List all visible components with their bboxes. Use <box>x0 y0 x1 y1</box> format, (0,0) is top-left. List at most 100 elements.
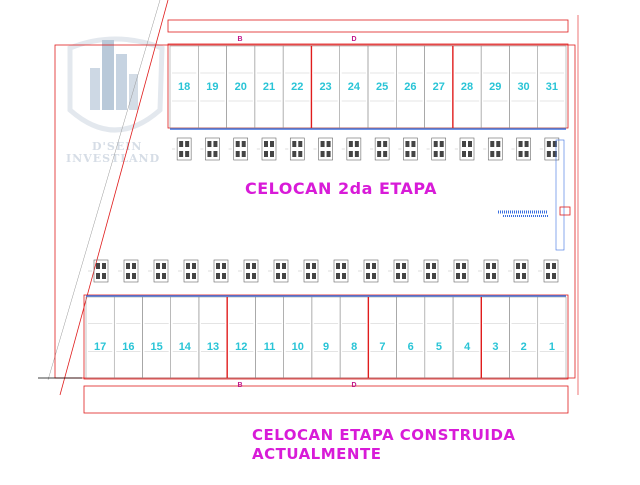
lot-cell <box>170 296 200 379</box>
car-icon <box>433 141 438 147</box>
parking-module <box>273 259 289 283</box>
car-icon <box>213 151 218 157</box>
top-parking-row <box>172 137 560 161</box>
car-icon <box>270 151 274 157</box>
car-icon <box>320 141 325 147</box>
car-icon <box>298 151 303 157</box>
lot-number: 24 <box>348 81 361 93</box>
car-icon <box>516 273 520 279</box>
car-icon <box>282 263 286 269</box>
car-icon <box>396 273 400 279</box>
car-icon <box>411 151 416 157</box>
bottom-parking-row <box>88 259 559 283</box>
lot-number: 8 <box>351 341 357 353</box>
car-icon <box>179 151 184 157</box>
parking-module <box>346 137 362 161</box>
car-icon <box>342 273 346 279</box>
car-icon <box>552 141 557 147</box>
car-icon <box>132 273 136 279</box>
lot-number: 13 <box>207 341 219 353</box>
lot-number: 17 <box>94 341 106 353</box>
lot-cell <box>509 296 539 379</box>
car-icon <box>496 151 501 157</box>
car-icon <box>462 141 466 147</box>
lot-number: 20 <box>235 81 247 93</box>
lot-number: 15 <box>150 341 162 353</box>
lot-number: 14 <box>179 341 192 353</box>
lot-number: 21 <box>263 81 275 93</box>
car-icon <box>372 263 376 269</box>
car-icon <box>246 273 250 279</box>
car-icon <box>492 263 496 269</box>
car-icon <box>336 263 340 269</box>
car-icon <box>462 263 466 269</box>
car-icon <box>354 151 359 157</box>
lot-number: 7 <box>379 341 385 353</box>
car-icon <box>306 273 310 279</box>
lot-number: 9 <box>323 341 329 353</box>
parking-module <box>123 259 139 283</box>
lot-cell <box>311 296 341 379</box>
car-icon <box>490 151 495 157</box>
car-icon <box>354 141 359 147</box>
car-icon <box>292 141 297 147</box>
lot-cell <box>198 296 228 379</box>
section-marker: D <box>351 382 356 389</box>
car-icon <box>126 273 130 279</box>
lot-number: 31 <box>546 81 558 93</box>
bottom-lots-outline <box>83 294 569 380</box>
car-icon <box>246 263 250 269</box>
lot-number: 2 <box>521 341 527 353</box>
parking-module <box>513 259 529 283</box>
car-icon <box>156 263 160 269</box>
car-icon <box>132 263 136 269</box>
car-icon <box>552 151 557 157</box>
car-icon <box>546 151 551 157</box>
car-icon <box>546 263 550 269</box>
parking-module <box>423 259 439 283</box>
car-icon <box>207 151 212 157</box>
car-icon <box>235 151 240 157</box>
lot-cell <box>452 296 482 379</box>
lot-number: 11 <box>264 341 276 353</box>
car-icon <box>456 263 460 269</box>
car-icon <box>546 141 551 147</box>
car-icon <box>432 273 436 279</box>
top-road-strip <box>167 19 569 33</box>
car-icon <box>348 151 353 157</box>
lot-number: 3 <box>492 341 498 353</box>
lot-number: 28 <box>461 81 473 93</box>
car-icon <box>222 263 226 269</box>
car-icon <box>336 273 340 279</box>
car-icon <box>207 141 212 147</box>
section-marker: B <box>237 382 242 389</box>
lot-cell <box>255 296 284 379</box>
diagonal-boundary <box>59 0 169 396</box>
parking-module <box>183 259 199 283</box>
lot-number: 22 <box>291 81 303 93</box>
car-icon <box>518 141 523 147</box>
car-icon <box>235 141 240 147</box>
car-icon <box>312 263 316 269</box>
lot-number: 5 <box>436 341 442 353</box>
parking-module <box>333 259 349 283</box>
watermark-logo: D'SEIN INVESTLAND <box>66 36 165 165</box>
car-icon <box>468 141 472 147</box>
car-icon <box>492 273 496 279</box>
car-icon <box>292 151 297 157</box>
car-icon <box>522 263 526 269</box>
car-icon <box>320 151 325 157</box>
car-icon <box>192 263 196 269</box>
car-icon <box>264 141 268 147</box>
bottom-stage-title: CELOCAN ETAPA CONSTRUIDA ACTUALMENTE <box>252 426 552 464</box>
car-icon <box>216 263 220 269</box>
car-icon <box>156 273 160 279</box>
car-icon <box>298 141 303 147</box>
parking-module <box>403 137 418 161</box>
lot-number: 16 <box>122 341 134 353</box>
car-icon <box>185 151 190 157</box>
bottom-road-strip <box>83 385 569 414</box>
